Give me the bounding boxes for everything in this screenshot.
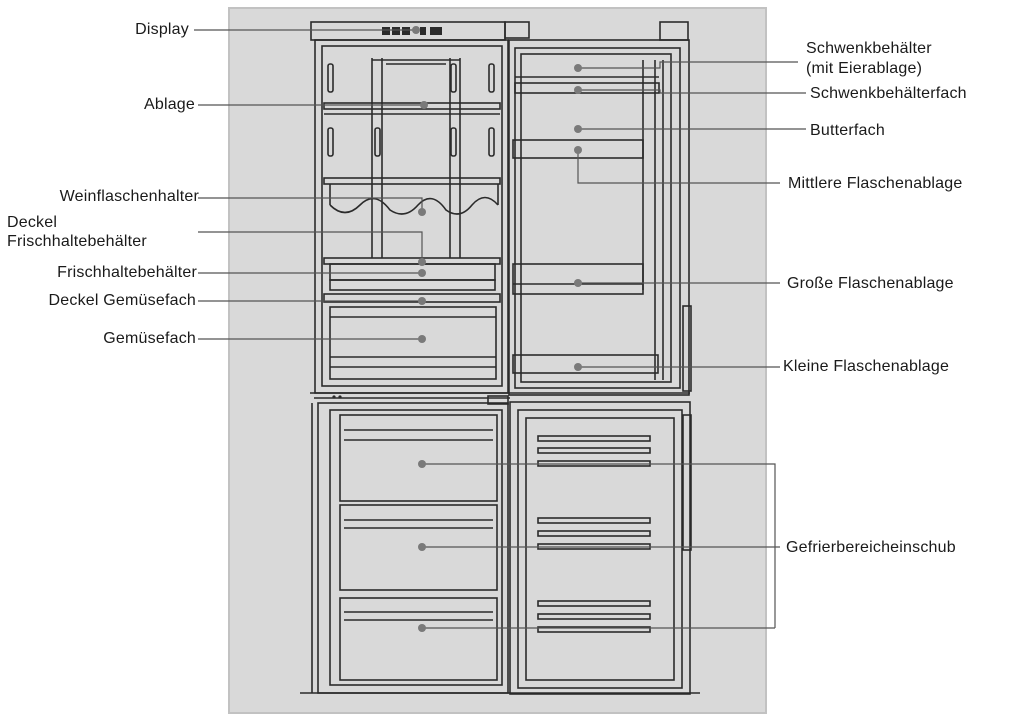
dot-gemuesefach: [418, 335, 426, 343]
leader-weinflaschenhalter: [198, 197, 423, 212]
callout-dots: [412, 26, 582, 632]
dot-weinflaschenhalter: [418, 208, 426, 216]
label-frischhaltebehaelter: Frischhaltebehälter: [57, 264, 197, 281]
fridge-body: [300, 21, 700, 695]
label-schwenkbehaelterfach: Schwenkbehälterfach: [810, 85, 967, 102]
dot-gefrier-mid: [418, 543, 426, 551]
dot-kleine: [574, 363, 582, 371]
label-schwenk-line2: (mit Eierablage): [806, 60, 923, 77]
label-butterfach: Butterfach: [810, 122, 885, 139]
label-deckel-gemuesefach: Deckel Gemüsefach: [48, 292, 196, 309]
label-deckel-frisch-line2: Frischhaltebehälter: [7, 233, 147, 250]
label-gemuesefach: Gemüsefach: [103, 330, 196, 347]
label-kleine-flaschenablage: Kleine Flaschenablage: [783, 358, 950, 375]
dot-schwenkbehaelter: [574, 64, 582, 72]
leader-schwenkbehaelterfach: [578, 89, 806, 94]
dot-grosse: [574, 279, 582, 287]
label-grosse-flaschenablage: Große Flaschenablage: [787, 275, 954, 292]
label-deckel-frisch-line1: Deckel: [7, 214, 58, 231]
dot-butterfach: [574, 125, 582, 133]
leader-schwenkbehaelter: [578, 61, 798, 69]
leader-gefrier-top: [422, 463, 776, 628]
label-ablage: Ablage: [143, 96, 195, 113]
label-weinflaschenhalter: Weinflaschenhalter: [59, 188, 199, 205]
display-panel: [332, 27, 442, 399]
dot-schwenkbehaelterfach: [574, 86, 582, 94]
dot-display: [412, 26, 420, 34]
label-mittlere-flaschenablage: Mittlere Flaschenablage: [788, 175, 963, 192]
dot-deckel-frischhalte: [418, 258, 426, 266]
label-display: Display: [135, 21, 189, 38]
leader-mittlere: [577, 150, 780, 184]
label-gefrierbereicheinschub: Gefrierbereicheinschub: [786, 539, 956, 556]
leader-deckel-frischhalte: [198, 231, 423, 262]
leader-lines: [194, 29, 806, 629]
label-schwenk-line1: Schwenkbehälter: [806, 40, 932, 57]
dot-frischhaltebehaelter: [418, 269, 426, 277]
dot-ablage: [420, 101, 428, 109]
dot-deckel-gemuesefach: [418, 297, 426, 305]
dot-mittlere: [574, 146, 582, 154]
dot-gefrier-bot: [418, 624, 426, 632]
dot-gefrier-top: [418, 460, 426, 468]
